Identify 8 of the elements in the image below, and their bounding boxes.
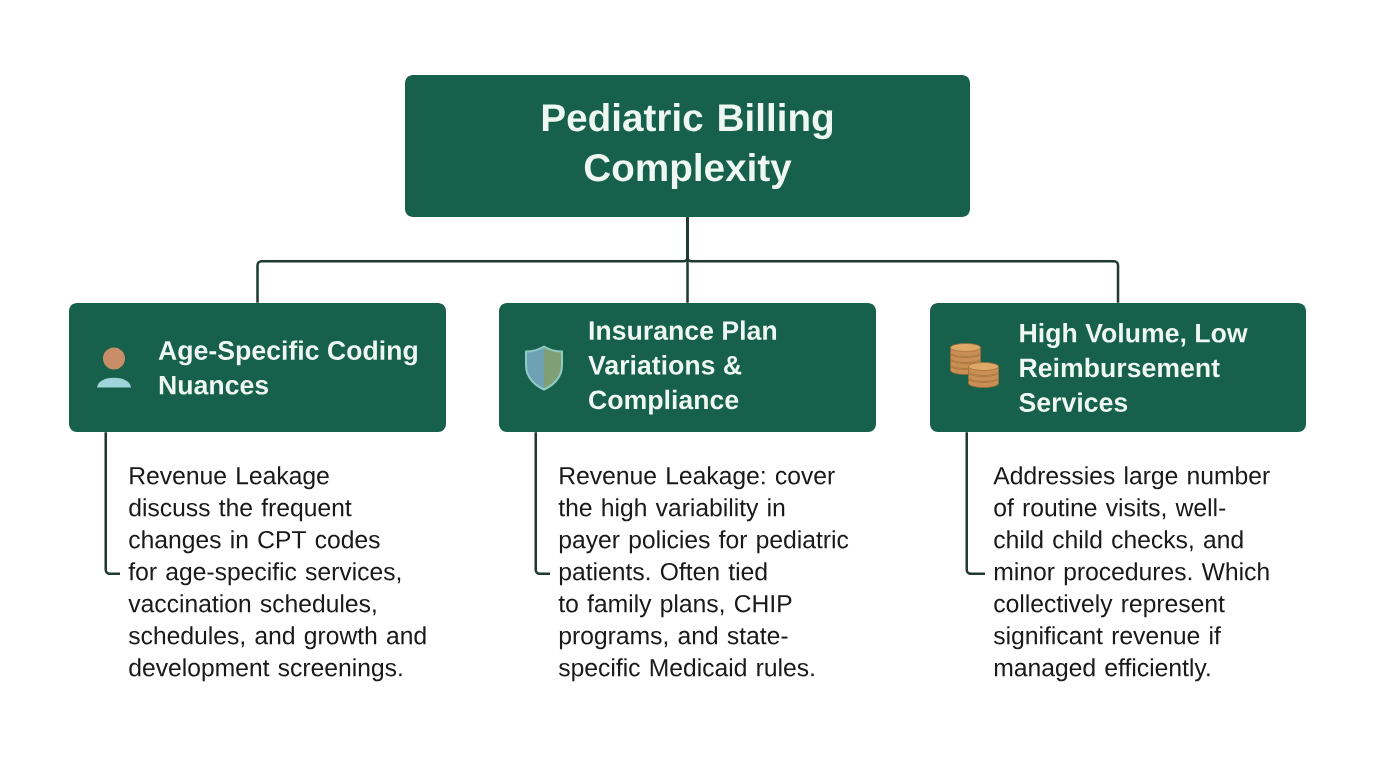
description-text: Addressies large number of routine visits, well-child child checks, and minor procedures. Which collectively represent significant revenue if managed efficiently. [993,466,1270,682]
description-text: Revenue Leakage discuss the frequent changes in CPT codes for age-specific services, vaccination schedules, schedules, and growth and development screenings. [128,466,426,682]
heading-box: Pediatric Billing Complexity [405,75,970,217]
description-text: Revenue Leakage: cover the high variability in payer policies for pediatric patients. Often tied to family plans, CHIP programs, and state-specific Medicaid rules. [558,466,849,682]
category-box: Age-Specific Coding Nuances [69,303,446,432]
connector-line [686,217,1120,303]
category-box: High Volume, Low Reimbursement Services [930,303,1306,432]
category-box: Insurance Plan Variations & Compliance [499,303,876,432]
